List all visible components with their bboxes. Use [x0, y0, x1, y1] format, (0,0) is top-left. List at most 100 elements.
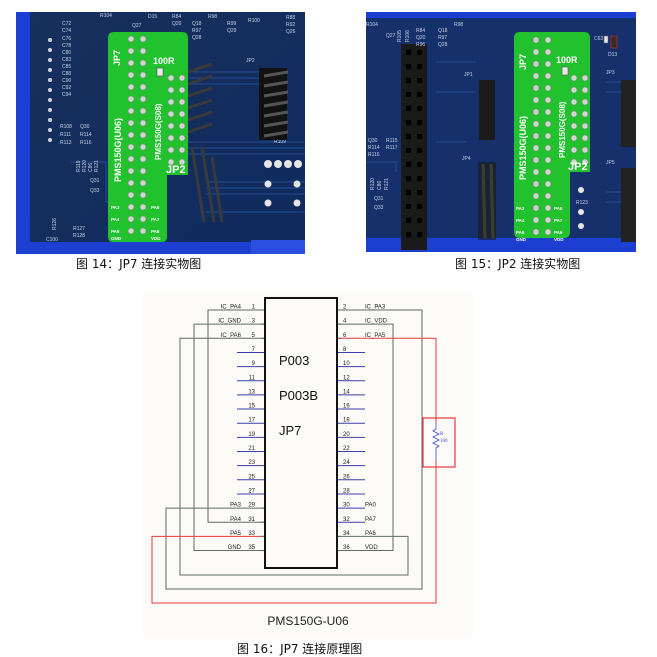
resistor-value: 100 — [440, 439, 448, 444]
svg-text:R97: R97 — [438, 35, 447, 41]
pin-number: 26 — [343, 474, 350, 480]
pin-number: 21 — [248, 446, 255, 452]
svg-text:C86: C86 — [88, 163, 94, 172]
svg-text:100R: 100R — [556, 55, 578, 65]
svg-text:Q33: Q33 — [374, 205, 384, 211]
svg-text:PA4: PA4 — [111, 217, 120, 222]
svg-text:R98: R98 — [454, 22, 463, 28]
svg-text:PA4: PA4 — [516, 218, 525, 223]
svg-text:JP2: JP2 — [568, 161, 588, 173]
svg-text:R109: R109 — [274, 139, 286, 145]
pin-left-19: 19 — [237, 432, 265, 438]
pin-right-22: 22 — [337, 446, 365, 452]
pin-number: 14 — [343, 389, 350, 395]
svg-text:PA3: PA3 — [111, 205, 120, 210]
connector-label-p003b: P003B — [279, 388, 318, 403]
svg-text:PMS150G(U06): PMS150G(U06) — [518, 116, 528, 180]
svg-text:JP7: JP7 — [518, 54, 528, 70]
svg-text:R92: R92 — [286, 22, 295, 28]
svg-text:C94: C94 — [62, 92, 71, 98]
svg-text:R117: R117 — [386, 145, 398, 151]
svg-text:R108: R108 — [60, 124, 72, 130]
pin-net-label: IC_PA6 — [221, 333, 242, 339]
pin-number: 13 — [248, 389, 255, 395]
pin-right-16: 16 — [337, 404, 365, 410]
svg-text:R123: R123 — [576, 200, 588, 206]
pin-number: 4 — [343, 319, 347, 325]
part-name: PMS150G-U06 — [267, 614, 349, 628]
svg-text:R121: R121 — [94, 160, 100, 172]
pin-number: 12 — [343, 375, 350, 381]
pin-net-label: IC_PA3 — [365, 305, 386, 311]
pin-number: 8 — [343, 347, 347, 353]
pin-number: 2 — [343, 305, 347, 311]
pin-number: 10 — [343, 361, 350, 367]
pin-number: 17 — [248, 418, 255, 424]
svg-text:PA5: PA5 — [516, 230, 525, 235]
pcb-photo-jp2: R104 Q27 R105 R106 R84 Q20 R96 Q18 R97 Q… — [366, 12, 636, 252]
pin-number: 25 — [248, 474, 255, 480]
resistor-ref: R — [440, 432, 444, 437]
pin-net-label: PA6 — [365, 531, 377, 537]
header-jp1 — [479, 80, 495, 140]
pin-number: 18 — [343, 418, 350, 424]
svg-text:Q28: Q28 — [438, 42, 448, 48]
resistor-symbol — [432, 422, 440, 461]
pin-number: 19 — [248, 432, 255, 438]
female-header — [401, 44, 427, 250]
pin-left-21: 21 — [237, 446, 265, 452]
svg-text:R98: R98 — [208, 14, 217, 20]
pin-number: 3 — [252, 319, 256, 325]
svg-text:Q28: Q28 — [192, 35, 202, 41]
pin-right-10: 10 — [337, 361, 365, 367]
pin-number: 36 — [343, 545, 350, 551]
svg-text:100R: 100R — [153, 56, 175, 66]
pin-left-25: 25 — [237, 474, 265, 481]
svg-text:R116: R116 — [368, 152, 380, 158]
pin-left-15: 15 — [237, 404, 265, 410]
svg-text:R114: R114 — [80, 132, 92, 138]
pin-net-label: PA3 — [230, 503, 242, 509]
svg-text:C85: C85 — [62, 64, 71, 70]
resistor-r: R 100 — [422, 417, 456, 468]
pin-number: 32 — [343, 517, 350, 523]
schematic-jp7: 1IC_PA43IC_GND5IC_PA67911131517192123252… — [143, 292, 473, 637]
silkscreen-labels: C72 C74 C76 C78 C80 C83 C85 C88 C90 C92 … — [46, 13, 296, 243]
figure-15-photo: R104 Q27 R105 R106 R84 Q20 R96 Q18 R97 Q… — [366, 12, 636, 252]
svg-text:R126: R126 — [52, 218, 58, 230]
wire-ic-pa5 — [151, 337, 437, 604]
svg-text:PA6: PA6 — [151, 229, 160, 234]
svg-text:C74: C74 — [62, 28, 71, 34]
pcb-photo-jp7: C72 C74 C76 C78 C80 C83 C85 C88 C90 C92 … — [16, 12, 305, 254]
svg-text:JP1: JP1 — [464, 72, 473, 78]
svg-text:Q31: Q31 — [374, 196, 384, 202]
pin-net-label: PA7 — [365, 517, 377, 523]
pin-left-13: 13 — [237, 389, 265, 396]
pin-net-label: VDD — [365, 545, 378, 551]
smd-c63-d13 — [603, 35, 618, 49]
svg-text:C72: C72 — [62, 21, 71, 27]
svg-text:R115: R115 — [386, 138, 398, 144]
svg-text:R84: R84 — [416, 28, 425, 34]
svg-text:Q20: Q20 — [172, 21, 182, 27]
svg-text:VDD: VDD — [554, 237, 564, 242]
svg-text:R96: R96 — [416, 42, 425, 48]
svg-text:R104: R104 — [366, 22, 378, 28]
svg-text:R84: R84 — [172, 14, 181, 20]
pin-right-8: 8 — [337, 347, 365, 353]
pin-net-label: IC_PA5 — [365, 333, 386, 339]
test-pads — [578, 187, 584, 229]
svg-text:Q31: Q31 — [90, 178, 100, 184]
svg-text:R120: R120 — [82, 160, 88, 172]
svg-text:Q27: Q27 — [132, 23, 142, 29]
svg-text:Q18: Q18 — [438, 28, 448, 34]
svg-text:C76: C76 — [62, 36, 71, 42]
svg-text:PA0: PA0 — [554, 206, 563, 211]
figure-14-photo: C72 C74 C76 C78 C80 C83 C85 C88 C90 C92 … — [16, 12, 305, 254]
pin-number: 35 — [248, 545, 255, 551]
resistor-highlight-box — [422, 417, 456, 468]
svg-text:R105: R105 — [397, 30, 403, 42]
svg-text:R100: R100 — [248, 18, 260, 24]
svg-text:C88: C88 — [62, 71, 71, 77]
